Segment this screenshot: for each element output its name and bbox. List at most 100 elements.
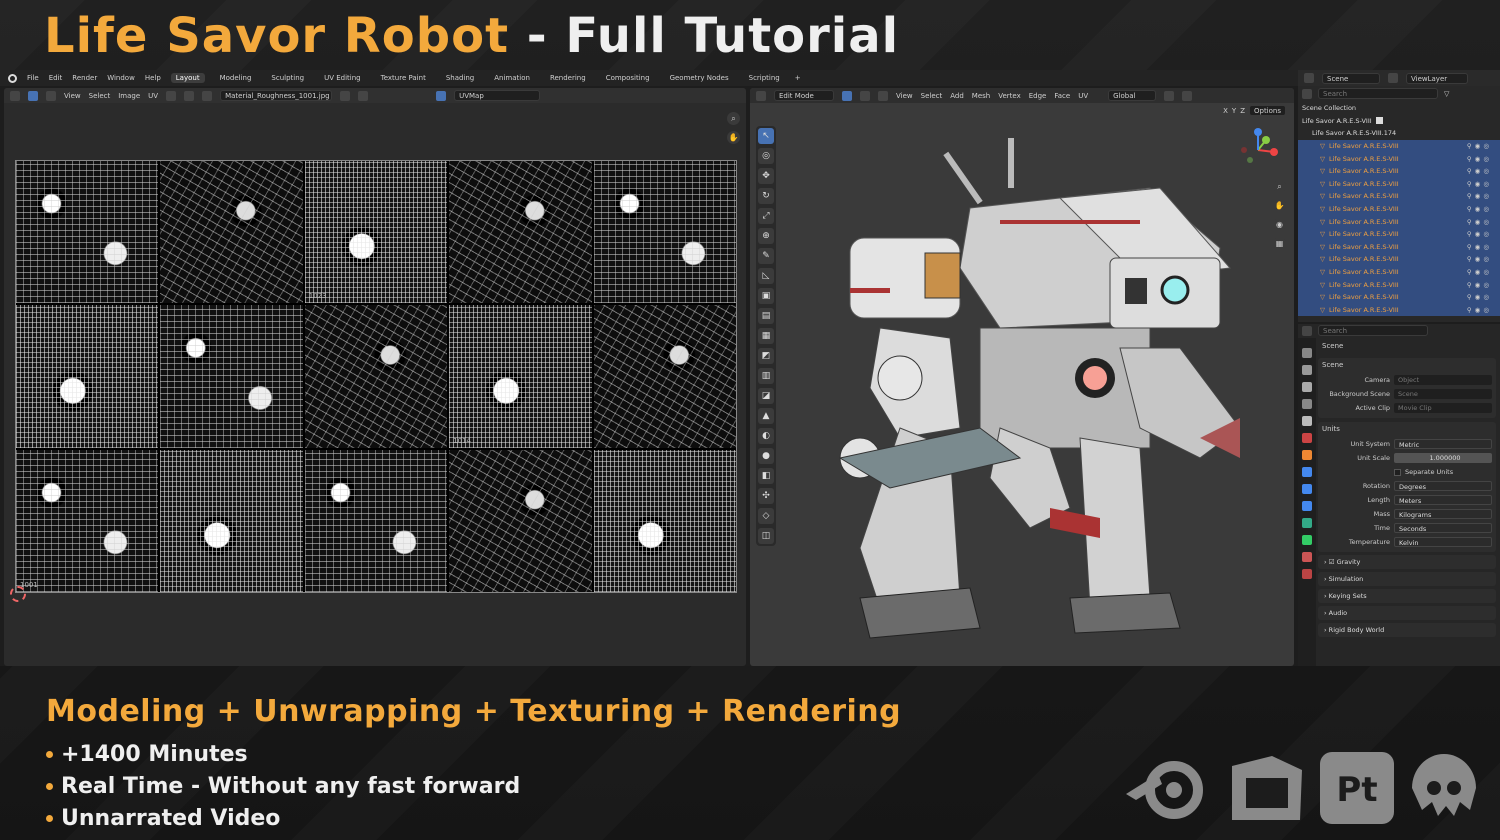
vp-menu-uv[interactable]: UV [1078, 91, 1089, 100]
uv-menu-select[interactable]: Select [88, 91, 111, 100]
menu-render[interactable]: Render [72, 74, 98, 82]
data-tab-icon[interactable] [1302, 535, 1312, 545]
visibility-icon[interactable]: ⚲◉◎ [1466, 305, 1492, 314]
temperature-dropdown[interactable]: Kelvin [1394, 537, 1492, 547]
world-tab-icon[interactable] [1302, 433, 1312, 443]
unit-scale-field[interactable]: 1.000000 [1394, 453, 1492, 463]
time-dropdown[interactable]: Seconds [1394, 523, 1492, 533]
separate-units-checkbox[interactable] [1394, 468, 1401, 476]
outliner-object-row[interactable]: ▽Life Savor A.R.E.S-VIII⚲◉◎ [1298, 152, 1500, 165]
outliner-object-row[interactable]: ▽Life Savor A.R.E.S-VIII⚲◉◎ [1298, 202, 1500, 216]
editor-type-icon[interactable] [1302, 325, 1312, 336]
outliner-scene-collection[interactable]: Scene Collection [1298, 102, 1500, 115]
measure-tool-icon[interactable]: ◺ [758, 268, 774, 284]
mirror-x-toggle[interactable]: X [1223, 106, 1228, 115]
editor-type-icon[interactable] [10, 90, 20, 101]
visibility-icon[interactable]: ⚲◉◎ [1466, 167, 1492, 176]
rotation-dropdown[interactable]: Degrees [1394, 481, 1492, 491]
rip-tool-icon[interactable]: ◫ [758, 528, 774, 544]
length-dropdown[interactable]: Meters [1394, 495, 1492, 505]
outliner-object-row[interactable]: ▽Life Savor A.R.E.S-VIII⚲◉◎ [1298, 215, 1500, 228]
vp-menu-view[interactable]: View [896, 91, 913, 100]
tool-tab-icon[interactable] [1302, 348, 1312, 358]
background-scene-field[interactable]: Scene [1394, 389, 1492, 399]
snap-icon[interactable] [184, 90, 195, 101]
audio-panel[interactable]: › Audio [1318, 606, 1496, 620]
view-layer-tab-icon[interactable] [1302, 399, 1312, 409]
navigation-gizmo[interactable] [1236, 128, 1280, 172]
outliner-object-row[interactable]: ▽Life Savor A.R.E.S-VIII⚲◉◎ [1298, 240, 1500, 254]
scene-selector[interactable]: Scene [1322, 72, 1380, 84]
mirror-z-toggle[interactable]: Z [1240, 106, 1245, 115]
inset-tool-icon[interactable]: ▦ [758, 328, 774, 344]
material-tab-icon[interactable] [1302, 552, 1312, 562]
pivot-icon[interactable] [166, 90, 177, 101]
outliner-search[interactable]: Search [1318, 88, 1438, 99]
outliner-object-row[interactable]: ▽Life Savor A.R.E.S-VIII⚲◉◎ [1298, 253, 1500, 266]
visibility-icon[interactable]: ⚲◉◎ [1466, 280, 1492, 289]
output-tab-icon[interactable] [1302, 382, 1312, 392]
uv-editor[interactable]: View Select Image UV Material_Roughness_… [4, 88, 746, 666]
pan-hand-icon[interactable]: ✋ [727, 131, 740, 144]
camera-view-icon[interactable]: ◉ [1273, 218, 1286, 231]
active-clip-field[interactable]: Movie Clip [1394, 403, 1492, 413]
spin-tool-icon[interactable]: ◐ [758, 428, 774, 444]
face-mode-icon[interactable] [878, 90, 888, 101]
camera-field[interactable]: Object [1394, 375, 1492, 385]
scene-tab-icon[interactable] [1302, 416, 1312, 426]
transform-tool-icon[interactable]: ⊕ [758, 228, 774, 244]
scene-icon[interactable] [1304, 73, 1314, 83]
rigid-body-world-panel[interactable]: › Rigid Body World [1318, 623, 1496, 637]
view-layer-selector[interactable]: ViewLayer [1406, 72, 1468, 84]
outliner-object-row[interactable]: ▽Life Savor A.R.E.S-VIII⚲◉◎ [1298, 303, 1500, 317]
extrude-tool-icon[interactable]: ▤ [758, 308, 774, 324]
uv-tile-grid[interactable]: 1023 1014 1001 [15, 160, 737, 593]
knife-tool-icon[interactable]: ◪ [758, 388, 774, 404]
menu-edit[interactable]: Edit [48, 74, 63, 82]
visibility-icon[interactable]: ⚲◉◎ [1466, 242, 1492, 251]
edge-slide-tool-icon[interactable]: ◧ [758, 468, 774, 484]
zoom-icon[interactable]: ⌕ [727, 112, 740, 125]
cursor-tool-icon[interactable]: ◎ [758, 148, 774, 164]
edge-mode-icon[interactable] [860, 90, 870, 101]
uv-map-field[interactable]: UVMap [454, 90, 541, 101]
tab-scripting[interactable]: Scripting [748, 74, 780, 82]
visibility-icon[interactable]: ⚲◉◎ [1466, 268, 1492, 277]
robot-model[interactable] [820, 128, 1240, 648]
object-tab-icon[interactable] [1302, 450, 1312, 460]
display-mode-icon[interactable] [1302, 88, 1312, 99]
visibility-icon[interactable]: ⚲◉◎ [1466, 192, 1492, 201]
outliner-object-row[interactable]: ▽Life Savor A.R.E.S-VIII⚲◉◎ [1298, 190, 1500, 203]
menu-file[interactable]: File [27, 74, 39, 82]
cursor-2d-icon[interactable] [10, 586, 26, 602]
tab-rendering[interactable]: Rendering [549, 74, 586, 82]
outliner-object-row[interactable]: ▽Life Savor A.R.E.S-VIII⚲◉◎ [1298, 265, 1500, 279]
simulation-panel[interactable]: › Simulation [1318, 572, 1496, 586]
image-name-field[interactable]: Material_Roughness_1001.jpg [220, 90, 333, 101]
vp-menu-select[interactable]: Select [920, 91, 943, 100]
outliner-object-row[interactable]: ▽Life Savor A.R.E.S-VIII⚲◉◎ [1298, 227, 1500, 241]
vp-menu-add[interactable]: Add [950, 91, 964, 100]
include-checkbox[interactable] [1375, 117, 1383, 125]
loop-cut-tool-icon[interactable]: ▥ [758, 368, 774, 384]
editor-type-icon[interactable] [756, 90, 766, 101]
tab-compositing[interactable]: Compositing [605, 74, 650, 82]
modifier-tab-icon[interactable] [1302, 467, 1312, 477]
unit-system-dropdown[interactable]: Metric [1394, 439, 1492, 449]
particles-tab-icon[interactable] [1302, 484, 1312, 494]
bevel-tool-icon[interactable]: ◩ [758, 348, 774, 364]
visibility-icon[interactable]: ⚲◉◎ [1466, 154, 1492, 163]
uv-menu-image[interactable]: Image [118, 91, 141, 100]
outliner-object-row[interactable]: ▽Life Savor A.R.E.S-VIII⚲◉◎ [1298, 164, 1500, 178]
units-panel-title[interactable]: Units [1322, 425, 1340, 433]
constraints-tab-icon[interactable] [1302, 518, 1312, 528]
pin-icon[interactable] [358, 90, 369, 101]
poly-build-tool-icon[interactable]: ▲ [758, 408, 774, 424]
vertex-select-icon[interactable] [46, 90, 56, 101]
menu-window[interactable]: Window [107, 74, 135, 82]
properties-search[interactable]: Search [1318, 325, 1428, 336]
transform-orientation-dropdown[interactable]: Global [1108, 90, 1157, 101]
outliner-object-row[interactable]: ▽Life Savor A.R.E.S-VIII⚲◉◎ [1298, 290, 1500, 304]
vp-menu-mesh[interactable]: Mesh [971, 91, 991, 100]
